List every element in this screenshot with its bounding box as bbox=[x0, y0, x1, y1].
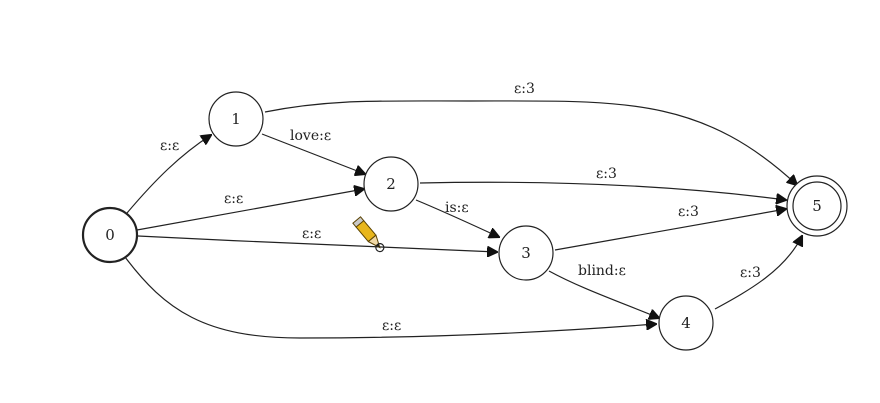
edge-label-1-5: ε:3 bbox=[514, 81, 535, 97]
edge-label-2-3: is:ε bbox=[445, 200, 469, 216]
edge-label-2-5: ε:3 bbox=[596, 166, 617, 182]
state-label-5: 5 bbox=[812, 197, 822, 215]
edge-labels: ε:ε ε:ε ε:ε ε:ε love:ε ε:3 is:ε ε:3 blin… bbox=[160, 81, 761, 334]
edge-label-1-2: love:ε bbox=[290, 128, 331, 144]
edge-2-3 bbox=[415, 199, 499, 237]
state-label-2: 2 bbox=[386, 175, 396, 193]
edge-0-3 bbox=[137, 235, 497, 252]
state-4: 4 bbox=[658, 295, 714, 351]
edge-0-1 bbox=[126, 135, 211, 214]
state-label-4: 4 bbox=[681, 314, 691, 332]
edge-label-0-1: ε:ε bbox=[160, 138, 179, 154]
state-label-0: 0 bbox=[105, 226, 115, 244]
edge-label-0-4: ε:ε bbox=[382, 318, 401, 334]
edge-0-4 bbox=[124, 256, 656, 339]
edge-label-0-3: ε:ε bbox=[302, 226, 321, 242]
edge-label-0-2: ε:ε bbox=[224, 191, 243, 207]
edges bbox=[124, 100, 802, 339]
state-5: 5 bbox=[786, 175, 848, 237]
edge-2-5 bbox=[419, 181, 786, 200]
edge-0-2 bbox=[136, 189, 364, 231]
state-2: 2 bbox=[363, 156, 419, 212]
states: 0 1 2 3 4 5 bbox=[81, 91, 848, 351]
edge-1-2 bbox=[261, 133, 365, 174]
edge-label-3-4: blind:ε bbox=[578, 263, 626, 279]
state-0: 0 bbox=[81, 206, 139, 264]
pencil-icon bbox=[352, 216, 385, 253]
edge-3-4 bbox=[548, 270, 659, 318]
edge-label-3-5: ε:3 bbox=[678, 204, 699, 220]
edge-4-5 bbox=[714, 236, 802, 310]
edge-1-5 bbox=[264, 100, 797, 185]
edge-label-4-5: ε:3 bbox=[740, 265, 761, 281]
state-label-1: 1 bbox=[231, 110, 241, 128]
state-1: 1 bbox=[208, 91, 264, 147]
edge-3-5 bbox=[554, 209, 786, 251]
state-3: 3 bbox=[498, 225, 554, 281]
state-label-3: 3 bbox=[521, 244, 531, 262]
